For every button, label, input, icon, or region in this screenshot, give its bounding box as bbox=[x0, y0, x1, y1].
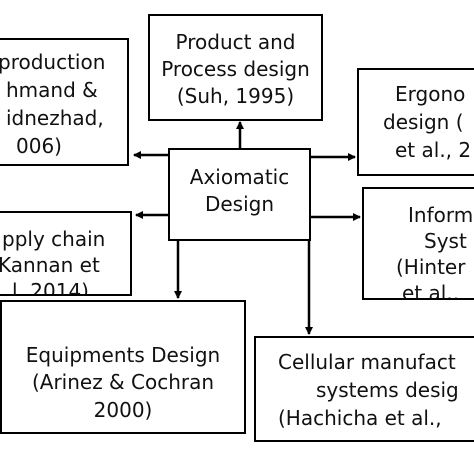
node-line: (Hachicha et al., bbox=[278, 406, 442, 430]
node-line: et al., 2 bbox=[395, 138, 472, 162]
node-line: 006) bbox=[16, 134, 62, 158]
node-line: design ( bbox=[383, 110, 464, 134]
node-line: Ergono bbox=[395, 82, 466, 106]
node-information-systems: Inform Syst (Hinter et al., bbox=[362, 187, 474, 300]
center-line: Design bbox=[204, 192, 275, 216]
node-line: (Arinez & Cochran bbox=[31, 370, 215, 394]
center-line: Axiomatic bbox=[189, 165, 290, 189]
node-production: production hmand & idnezhad, 006) bbox=[0, 38, 129, 166]
node-line: pply chain bbox=[2, 227, 106, 251]
node-line: idnezhad, bbox=[6, 106, 104, 130]
node-line: Kannan et bbox=[0, 253, 100, 277]
node-line: et al., bbox=[402, 281, 460, 300]
node-line: Syst bbox=[424, 229, 467, 253]
node-cellular-manufacturing: Cellular manufact systems desig (Hachich… bbox=[254, 336, 474, 442]
node-line: l.,2014) bbox=[12, 279, 89, 296]
node-line: hmand & bbox=[6, 78, 98, 102]
node-line: (Suh, 1995) bbox=[176, 84, 295, 108]
node-supply-chain: pply chain Kannan et l.,2014) bbox=[0, 211, 132, 296]
node-line: 2000) bbox=[93, 398, 153, 422]
node-ergonomics-design: Ergono design ( et al., 2 bbox=[357, 68, 474, 176]
node-line: Product and bbox=[175, 30, 296, 54]
node-product-process-design: Product and Process design (Suh, 1995) bbox=[148, 14, 323, 121]
node-equipments-design: Equipments Design (Arinez & Cochran 2000… bbox=[0, 300, 246, 434]
node-line: production bbox=[0, 50, 106, 74]
node-line: Process design bbox=[161, 57, 310, 81]
node-line: Inform bbox=[408, 203, 474, 227]
node-axiomatic-design: Axiomatic Design bbox=[168, 148, 311, 241]
node-line: (Hinter bbox=[396, 255, 466, 279]
node-line: systems desig bbox=[316, 378, 459, 402]
node-line: Equipments Design bbox=[25, 343, 221, 367]
node-line: Cellular manufact bbox=[278, 350, 456, 374]
